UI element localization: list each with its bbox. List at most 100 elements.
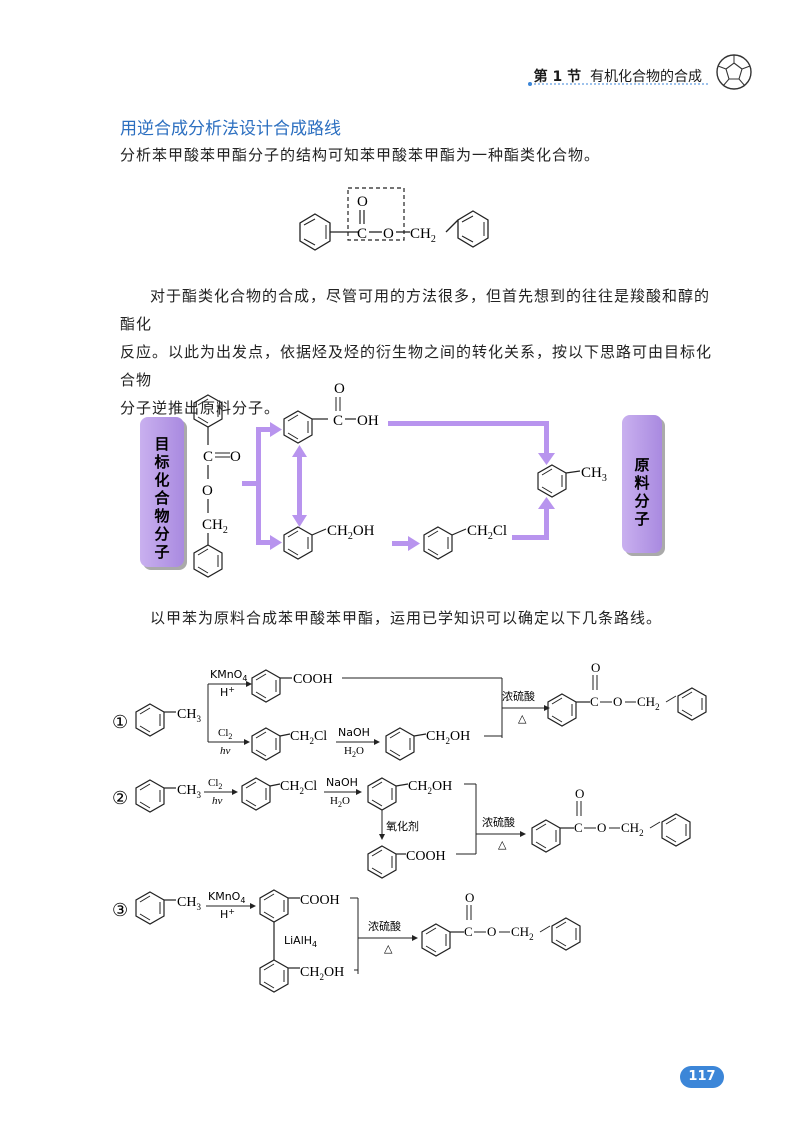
header-section-name: 有机化合物的合成 [590, 69, 702, 85]
svg-text:△: △ [498, 838, 507, 851]
ester-structure: O C O CH2 [299, 187, 489, 251]
svg-text:CH2OH: CH2OH [426, 729, 470, 746]
ester-oxygen: O [383, 226, 394, 242]
svg-text:CH2OH: CH2OH [327, 523, 375, 542]
svg-text:△: △ [518, 712, 527, 725]
svg-text:H+: H+ [220, 907, 235, 921]
svg-text:Cl2: Cl2 [208, 777, 222, 791]
svg-text:hν: hν [220, 745, 231, 757]
synthesis-routes: ① CH3 KMnO4 H+ COOH Cl2 hν CH2Cl NaOH H2… [112, 660, 707, 993]
target-molecule-label: 目 标 化 合 物 分 子 [140, 417, 187, 570]
svg-text:O: O [597, 820, 606, 835]
svg-text:CH3: CH3 [581, 465, 607, 484]
svg-text:NaOH: NaOH [338, 726, 370, 739]
svg-text:浓硫酸: 浓硫酸 [502, 689, 535, 703]
paragraph-3: 以甲苯为原料合成苯甲酸苯甲酯，运用已学知识可以确定以下几条路线。 [120, 604, 720, 632]
svg-text:CH2: CH2 [637, 694, 660, 712]
svg-text:C: C [574, 820, 583, 835]
svg-text:NaOH: NaOH [326, 776, 358, 789]
benzoic-acid-structure: O C OH [283, 381, 379, 444]
svg-text:O: O [465, 890, 474, 905]
benzyl-chloride-structure: CH2Cl [423, 523, 507, 560]
svg-text:O: O [613, 694, 622, 709]
toluene-structure: CH3 [537, 464, 607, 498]
methylene-group: CH2 [410, 226, 436, 245]
retro-arrows [242, 421, 555, 551]
svg-text:CH2: CH2 [202, 517, 228, 536]
paragraph-2-line-1: 对于酯类化合物的合成，尽管可用的方法很多，但首先想到的往往是羧酸和醇的酯化 [120, 287, 711, 333]
svg-text:子: 子 [634, 510, 649, 528]
svg-text:Cl2: Cl2 [218, 727, 232, 741]
svg-text:原: 原 [634, 456, 649, 474]
svg-text:化: 化 [154, 471, 169, 489]
svg-text:H2O: H2O [330, 795, 350, 809]
benzene-ring-left [299, 213, 331, 251]
bond-highlight-box [347, 187, 405, 241]
carbonyl-oxygen: O [357, 194, 368, 210]
svg-text:O: O [487, 924, 496, 939]
page-number: 117 [680, 1066, 724, 1088]
paragraph-2-line-3: 分子逆推出原料分子。 [120, 399, 281, 417]
svg-text:浓硫酸: 浓硫酸 [482, 815, 515, 829]
svg-text:O: O [334, 381, 345, 397]
svg-text:料: 料 [634, 474, 649, 492]
svg-text:OH: OH [357, 413, 379, 429]
svg-text:C: C [203, 449, 213, 465]
svg-text:CH2OH: CH2OH [408, 779, 452, 796]
header-section-label: 第 1 节 [533, 69, 582, 85]
svg-text:C: C [464, 924, 473, 939]
svg-text:CH3: CH3 [177, 707, 201, 724]
paragraph-3-text: 以甲苯为原料合成苯甲酸苯甲酯，运用已学知识可以确定以下几条路线。 [150, 609, 663, 627]
svg-text:浓硫酸: 浓硫酸 [368, 919, 401, 933]
svg-text:hν: hν [212, 795, 223, 807]
header-decoration [528, 54, 752, 90]
svg-text:COOH: COOH [293, 672, 333, 687]
svg-text:CH2Cl: CH2Cl [467, 523, 507, 542]
paragraph-2: 对于酯类化合物的合成，尽管可用的方法很多，但首先想到的往往是羧酸和醇的酯化 反应… [120, 282, 720, 422]
route-2: ② CH3 Cl2 hν CH2Cl NaOH H2O CH2OH 氧化剂 CO… [112, 776, 691, 879]
svg-text:C: C [590, 694, 599, 709]
route-3: ③ CH3 KMnO4 H+ COOH LiAlH4 CH2OH 浓硫酸 △ O… [112, 889, 581, 993]
target-molecule-structure: C O O CH2 [193, 394, 241, 578]
svg-text:O: O [202, 483, 213, 499]
svg-text:目: 目 [154, 435, 169, 453]
svg-text:COOH: COOH [406, 849, 446, 864]
section-heading: 用逆合成分析法设计合成路线 [120, 119, 341, 139]
svg-text:O: O [230, 449, 241, 465]
svg-text:分: 分 [154, 525, 169, 543]
svg-text:O: O [575, 786, 584, 801]
route-1: ① CH3 KMnO4 H+ COOH Cl2 hν CH2Cl NaOH H2… [112, 660, 707, 761]
svg-text:②: ② [112, 788, 128, 808]
svg-text:①: ① [112, 712, 128, 732]
svg-text:CH3: CH3 [177, 783, 201, 800]
retrosynthesis-diagram: 目 标 化 合 物 分 子 原 料 分 子 C O O CH2 [140, 381, 665, 578]
paragraph-1: 分析苯甲酸苯甲酯分子的结构可知苯甲酸苯甲酯为一种酯类化合物。 [120, 146, 601, 164]
svg-text:KMnO4: KMnO4 [210, 668, 247, 683]
svg-text:CH2Cl: CH2Cl [290, 729, 327, 746]
svg-text:分: 分 [634, 492, 649, 510]
svg-text:△: △ [384, 942, 393, 955]
svg-text:标: 标 [153, 453, 169, 471]
svg-text:H+: H+ [220, 685, 235, 699]
svg-text:CH3: CH3 [177, 895, 201, 912]
fullerene-icon [716, 54, 752, 90]
svg-text:氧化剂: 氧化剂 [386, 819, 419, 833]
svg-text:CH2Cl: CH2Cl [280, 779, 317, 796]
benzene-ring-right [457, 210, 489, 248]
header-section-title: 第 1 节 有机化合物的合成 [534, 66, 702, 86]
paragraph-2-line-2: 反应。以此为出发点，依据烃及烃的衍生物之间的转化关系，按以下思路可由目标化合物 [120, 343, 713, 389]
carbonyl-carbon: C [357, 226, 367, 242]
benzyl-alcohol-structure: CH2OH [283, 523, 375, 560]
svg-text:H2O: H2O [344, 745, 364, 759]
svg-text:子: 子 [154, 543, 169, 561]
svg-text:CH2: CH2 [511, 924, 534, 942]
svg-text:KMnO4: KMnO4 [208, 890, 245, 905]
svg-text:③: ③ [112, 900, 128, 920]
svg-text:合: 合 [153, 489, 170, 507]
svg-text:O: O [591, 660, 600, 675]
svg-text:C: C [333, 413, 343, 429]
svg-text:物: 物 [154, 507, 169, 525]
raw-material-label: 原 料 分 子 [622, 415, 665, 556]
svg-text:CH2OH: CH2OH [300, 965, 344, 982]
svg-text:LiAlH4: LiAlH4 [284, 934, 317, 949]
